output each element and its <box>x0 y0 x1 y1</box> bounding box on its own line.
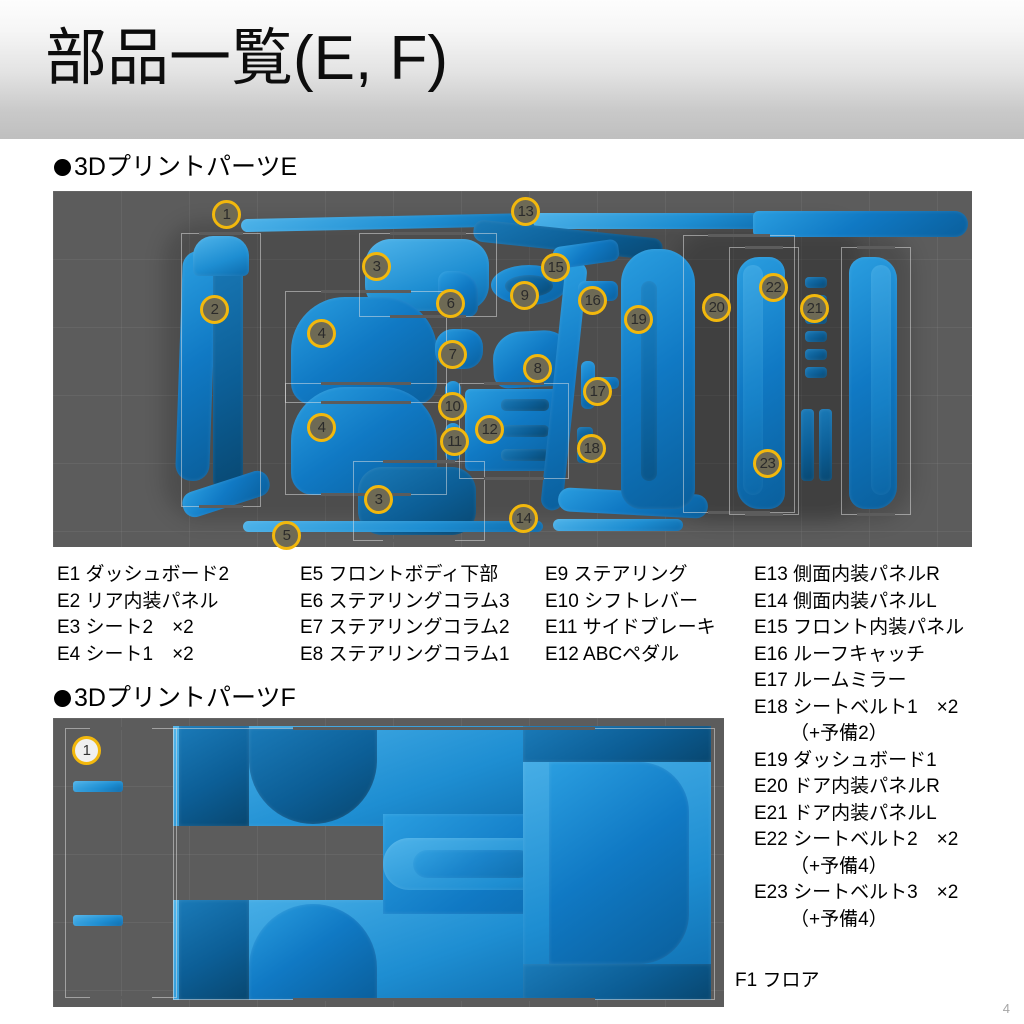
callout-3b[interactable]: 3 <box>364 485 393 514</box>
parts-list-item: E8 ステアリングコラム1 <box>300 643 510 665</box>
callout-17[interactable]: 17 <box>583 377 612 406</box>
section-heading-e: 3DプリントパーツE <box>54 147 297 183</box>
slide-page-number: 4 <box>1002 1001 1010 1016</box>
parts-list-item: E6 ステアリングコラム3 <box>300 590 510 612</box>
parts-list-item: E2 リア内装パネル <box>57 590 219 612</box>
parts-list-column-1: E1 ダッシュボード2 E2 リア内装パネル E3 シート2 ×2 E4 シート… <box>57 562 229 668</box>
parts-list-item: E19 ダッシュボード1 <box>754 749 937 771</box>
parts-list-item-sub: （+予備4） <box>790 855 888 877</box>
slide-header-band: 部品一覧(E, F) <box>0 0 1024 139</box>
callout-23[interactable]: 23 <box>753 449 782 478</box>
parts-list-item: E9 ステアリング <box>545 564 688 585</box>
callout-7[interactable]: 7 <box>438 340 467 369</box>
parts-list-item: E17 ルームミラー <box>754 670 907 691</box>
part-e13-side-panel-r-tail <box>753 211 968 237</box>
part-f1-edge-bl <box>179 900 249 1000</box>
parts-list-item: E15 フロント内装パネル <box>754 617 965 638</box>
callout-1[interactable]: 1 <box>212 200 241 229</box>
parts-list-item: E3 シート2 ×2 <box>57 617 194 638</box>
callout-16[interactable]: 16 <box>578 286 607 315</box>
part-f1-wheel-arch-bottom <box>249 904 377 1000</box>
parts-list-item: E22 シートベルト2 ×2 <box>754 829 959 850</box>
parts-list-item: E4 シート1 ×2 <box>57 643 194 665</box>
part-e5-front-body-lower <box>243 521 543 532</box>
callout-20[interactable]: 20 <box>702 293 731 322</box>
part-e5-front-body-lower-b <box>553 519 683 531</box>
parts-list-item-sub: （+予備2） <box>790 723 888 744</box>
part-e12-pedal-2 <box>501 425 549 437</box>
parts-list-item: E10 シフトレバー <box>545 590 699 612</box>
callout-12[interactable]: 12 <box>475 415 504 444</box>
callout-6[interactable]: 6 <box>436 289 465 318</box>
parts-list-item: E11 サイドブレーキ <box>545 617 716 638</box>
section-heading-f: 3DプリントパーツF <box>54 678 296 714</box>
section-heading-f-label: 3DプリントパーツF <box>74 684 296 712</box>
part-e23-b <box>819 409 832 481</box>
part-f1-edge-tl <box>179 726 249 826</box>
page-title: 部品一覧(E, F) <box>45 24 448 93</box>
part-e23-a <box>801 409 814 481</box>
parts-list-column-3: E9 ステアリング E10 シフトレバー E11 サイドブレーキ E12 ABC… <box>545 562 716 668</box>
callout-5[interactable]: 5 <box>272 521 301 550</box>
parts-list-item: E12 ABCペダル <box>545 643 680 665</box>
parts-list-item: E18 シートベルト1 ×2 <box>754 696 959 718</box>
part-f1-rear-floor <box>549 762 689 964</box>
callout-4b[interactable]: 4 <box>307 413 336 442</box>
callout-22[interactable]: 22 <box>759 273 788 302</box>
bullet-dot-icon <box>54 159 71 176</box>
callout-11[interactable]: 11 <box>440 427 469 456</box>
part-e22-d <box>805 331 827 342</box>
part-e22-e <box>805 349 827 360</box>
part-e12-pedal-1 <box>501 399 549 411</box>
part-e2-rear-interior-panel-b <box>213 249 243 494</box>
callout-2[interactable]: 2 <box>200 295 229 324</box>
parts-list-item: E7 ステアリングコラム2 <box>300 617 510 638</box>
callout-13[interactable]: 13 <box>511 197 540 226</box>
callout-14[interactable]: 14 <box>509 504 538 533</box>
callout-21[interactable]: 21 <box>800 294 829 323</box>
callout-f1[interactable]: 1 <box>72 736 101 765</box>
callout-3a[interactable]: 3 <box>362 252 391 281</box>
callout-15[interactable]: 15 <box>541 253 570 282</box>
part-f1-tunnel-detail <box>413 850 533 878</box>
bullet-dot-icon <box>54 690 71 707</box>
parts-list-item: E14 側面内装パネルL <box>754 590 937 612</box>
callout-8[interactable]: 8 <box>523 354 552 383</box>
parts-list-item: E1 ダッシュボード2 <box>57 564 230 585</box>
parts-list-item: E16 ルーフキャッチ <box>754 643 925 665</box>
callout-9[interactable]: 9 <box>510 281 539 310</box>
part-e20-highlight <box>743 265 763 495</box>
parts-list-item: E20 ドア内装パネルR <box>754 776 940 797</box>
parts-list-f: F1 フロア <box>735 965 819 992</box>
parts-list-item: E5 フロントボディ下部 <box>300 564 499 585</box>
part-e13-side-panel-r <box>533 213 783 229</box>
part-e22-a <box>805 277 827 288</box>
render-panel-parts-e <box>53 191 972 547</box>
part-f1-rear-lip-bottom <box>523 964 711 1000</box>
selection-bracket <box>65 727 177 999</box>
parts-list-item: F1 フロア <box>735 970 820 991</box>
section-heading-e-label: 3DプリントパーツE <box>74 153 298 181</box>
part-e21-highlight <box>871 265 891 495</box>
callout-4a[interactable]: 4 <box>307 319 336 348</box>
callout-19[interactable]: 19 <box>624 305 653 334</box>
part-f1-tab-bottom <box>73 915 123 926</box>
parts-list-item: E23 シートベルト3 ×2 <box>754 882 959 903</box>
parts-list-item-sub: （+予備4） <box>790 908 888 930</box>
part-f1-rear-lip-top <box>523 726 711 762</box>
parts-list-item: E21 ドア内装パネルL <box>754 802 937 824</box>
callout-18[interactable]: 18 <box>577 434 606 463</box>
render-panel-parts-f <box>53 718 724 1007</box>
callout-10[interactable]: 10 <box>438 392 467 421</box>
parts-list-column-4: E13 側面内装パネルR E14 側面内装パネルL E15 フロント内装パネル … <box>754 562 964 933</box>
part-e2-head <box>193 236 249 276</box>
parts-list-item: E13 側面内装パネルR <box>754 564 940 585</box>
part-e22-f <box>805 367 827 378</box>
part-e12-pedal-3 <box>501 449 549 461</box>
part-f1-tab-top <box>73 781 123 792</box>
part-e19-dashboard1 <box>621 249 695 509</box>
parts-list-column-2: E5 フロントボディ下部 E6 ステアリングコラム3 E7 ステアリングコラム2… <box>300 562 510 668</box>
